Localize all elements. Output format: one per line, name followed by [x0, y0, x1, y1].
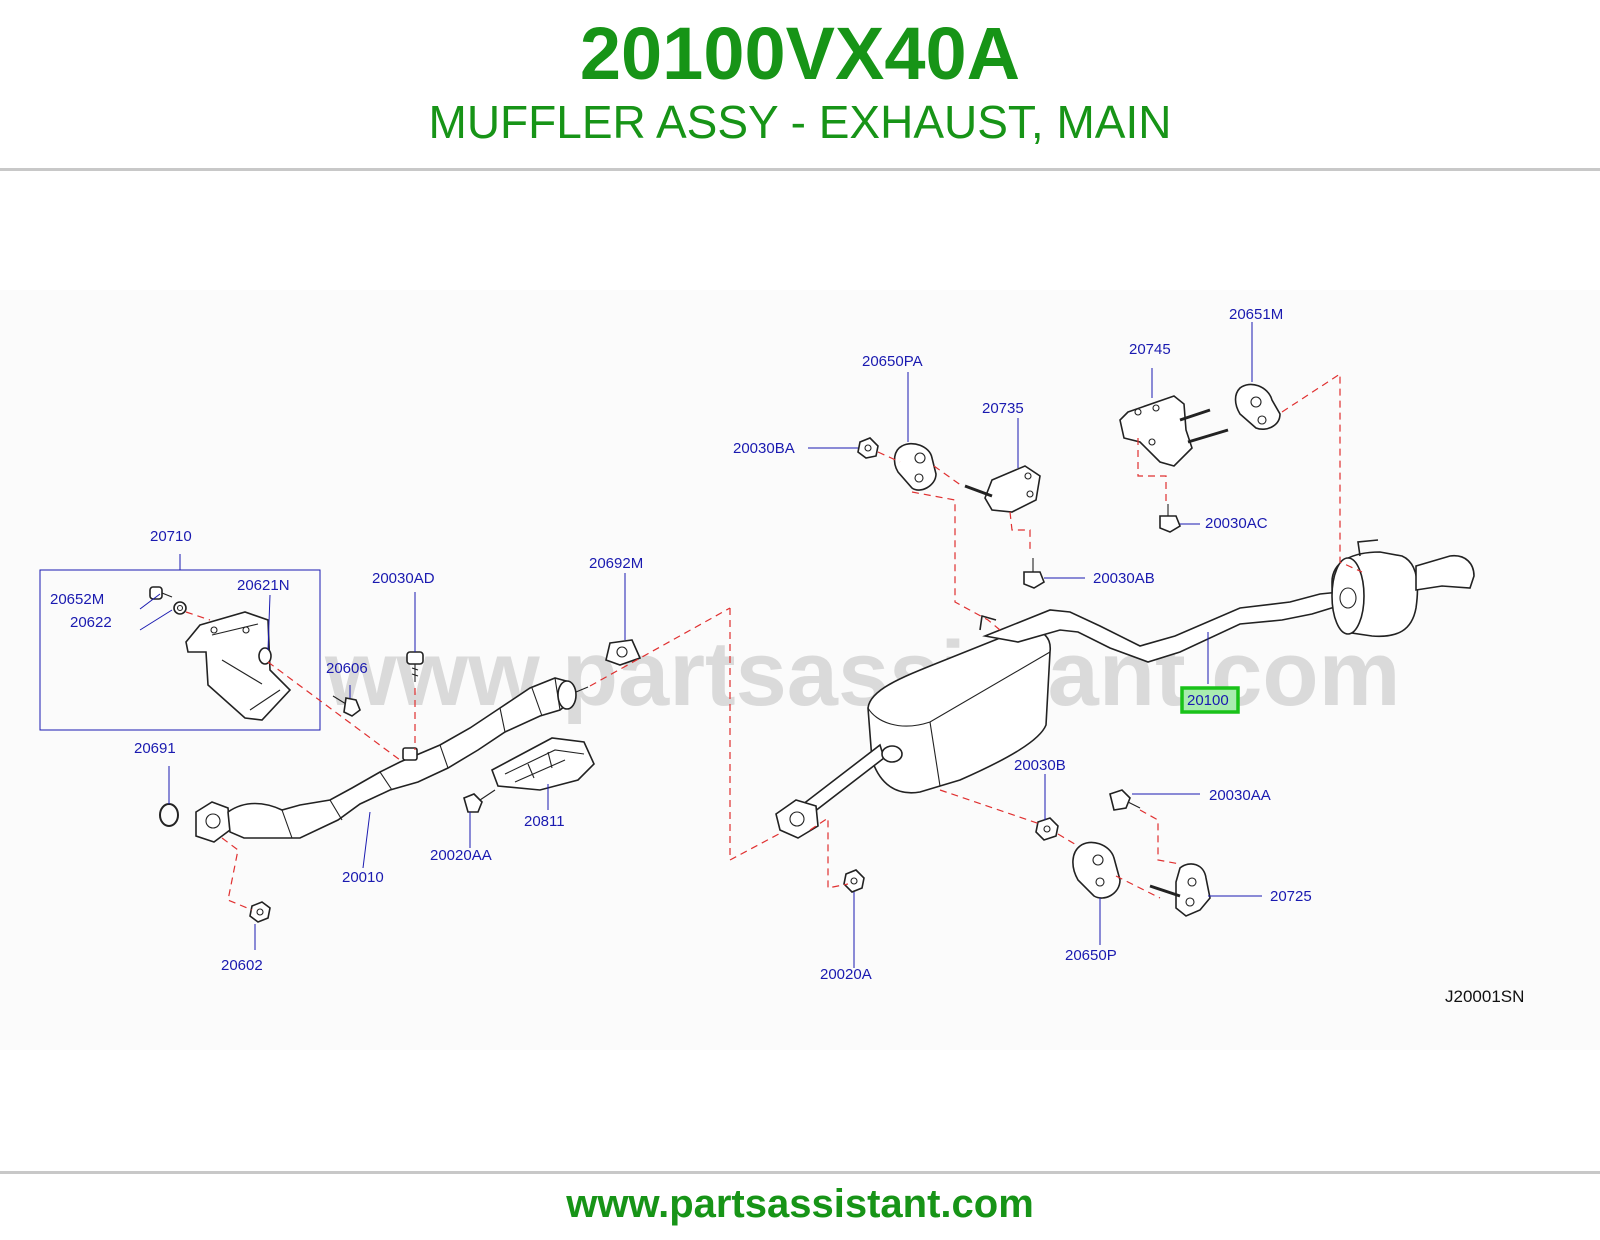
nut-20020a: [843, 869, 865, 893]
callout-20725[interactable]: 20725: [1270, 888, 1312, 905]
callout-20020aa[interactable]: 20020AA: [430, 847, 492, 864]
callout-20100[interactable]: 20100: [1187, 692, 1229, 709]
gasket-ring-20691: [159, 803, 179, 827]
nut-20030ba: [857, 437, 879, 459]
callout-20020a[interactable]: 20020A: [820, 966, 872, 983]
grommet-20621n: [258, 647, 272, 665]
callout-20010[interactable]: 20010: [342, 869, 384, 886]
callout-20735[interactable]: 20735: [982, 400, 1024, 417]
bracket-20735: [964, 465, 1041, 513]
front-flange-part: [195, 801, 231, 843]
bolt-20030aa: [1109, 789, 1141, 811]
bottom-divider: [0, 1171, 1600, 1174]
callout-20030aa[interactable]: 20030AA: [1209, 787, 1271, 804]
highlight-box-20100: [1180, 686, 1240, 714]
catalyst-pipe-20010: [227, 677, 589, 839]
callout-20650pa[interactable]: 20650PA: [862, 353, 923, 370]
callout-20691[interactable]: 20691: [134, 740, 176, 757]
insulator-20650p: [1072, 841, 1121, 899]
bracket-20745: [1119, 395, 1229, 467]
bracket-20725: [1149, 863, 1211, 917]
exhaust-parts-diagram: www.partsassistant.com: [0, 290, 1600, 1050]
bolt-20652m: [149, 586, 173, 600]
top-divider: [0, 168, 1600, 171]
callout-20811[interactable]: 20811: [524, 813, 565, 830]
figure-code: J20001SN: [1445, 987, 1524, 1006]
bolt-20030ab: [1023, 558, 1045, 589]
bolt-20020aa: [463, 789, 496, 813]
callout-20606[interactable]: 20606: [326, 660, 368, 677]
callout-20030ab[interactable]: 20030AB: [1093, 570, 1155, 587]
nut-20030b: [1035, 817, 1059, 841]
callout-20745[interactable]: 20745: [1129, 341, 1171, 358]
callout-20652m[interactable]: 20652M: [50, 591, 104, 608]
part-number-title: 20100VX40A: [579, 12, 1021, 95]
callout-20692m[interactable]: 20692M: [589, 555, 643, 572]
callout-20621n[interactable]: 20621N: [237, 577, 290, 594]
callout-20651m[interactable]: 20651M: [1229, 306, 1283, 323]
insulator-20651m: [1234, 383, 1281, 430]
callout-20030ba[interactable]: 20030BA: [733, 440, 795, 457]
callout-20030ad[interactable]: 20030AD: [372, 570, 435, 587]
callout-20030ac[interactable]: 20030AC: [1205, 515, 1268, 532]
callout-20602[interactable]: 20602: [221, 957, 263, 974]
gasket-20692m: [605, 639, 642, 666]
footer-website-link[interactable]: www.partsassistant.com: [566, 1182, 1034, 1226]
nut-20622: [173, 601, 187, 615]
bolt-20606: [332, 695, 361, 717]
heat-insulator-20811: [491, 737, 595, 791]
insulator-20650pa: [893, 442, 937, 491]
callout-20650p[interactable]: 20650P: [1065, 947, 1117, 964]
nut-20602: [249, 901, 271, 923]
bracket-20710-part: [185, 611, 292, 721]
rear-silencer: [1331, 539, 1475, 638]
bolt-20030ac: [1159, 504, 1181, 533]
callout-20710[interactable]: 20710: [150, 528, 192, 545]
part-description: MUFFLER ASSY - EXHAUST, MAIN: [428, 96, 1172, 148]
page-header: 20100VX40A MUFFLER ASSY - EXHAUST, MAIN: [0, 0, 1600, 170]
callout-20622[interactable]: 20622: [70, 614, 112, 631]
diagram-canvas: www.partsassistant.com: [39, 306, 1524, 1006]
main-muffler-20100: [775, 591, 1341, 839]
callout-20030b[interactable]: 20030B: [1014, 757, 1066, 774]
